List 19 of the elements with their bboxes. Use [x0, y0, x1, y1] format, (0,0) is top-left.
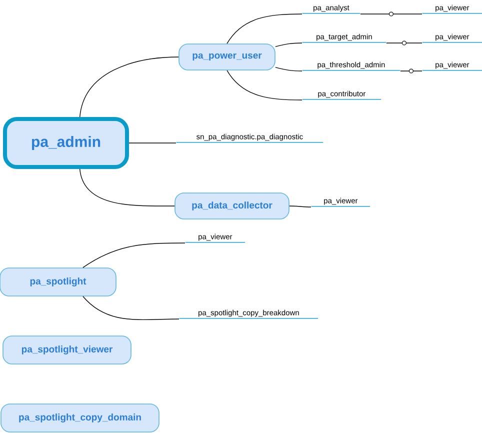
connector-line [289, 206, 312, 208]
connector-line [79, 168, 175, 206]
connector-line [82, 296, 180, 320]
connector-line [360, 12, 422, 16]
role-box: pa_spotlight [0, 268, 116, 296]
connector-line [82, 242, 186, 268]
connector-line [226, 14, 302, 44]
role-box: pa_power_user [178, 44, 276, 70]
connector-line [226, 70, 302, 100]
connector-line [275, 42, 302, 48]
connector-line [400, 68, 422, 74]
connector-line [79, 56, 179, 118]
role-box: pa_admin [3, 117, 129, 169]
role-box: pa_spotlight_viewer [2, 336, 132, 364]
connector-line [275, 66, 302, 72]
connector-line [386, 40, 422, 46]
role-box: pa_data_collector [174, 192, 290, 220]
role-box: pa_spotlight_copy_domain [0, 404, 160, 432]
connector-line [128, 142, 176, 144]
